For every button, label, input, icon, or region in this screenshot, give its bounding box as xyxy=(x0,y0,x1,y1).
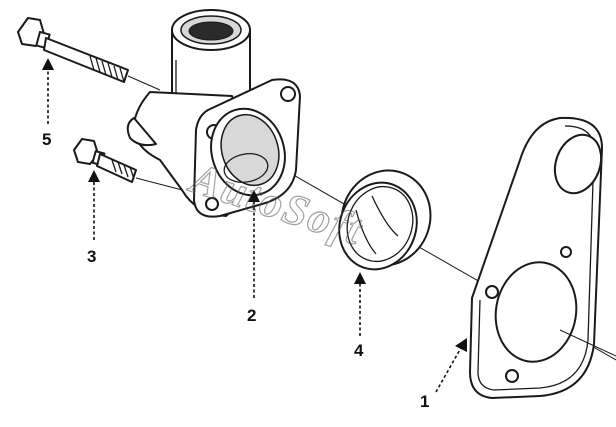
long-bolt xyxy=(17,17,161,91)
thermostat xyxy=(338,169,432,271)
callout-4: 4 xyxy=(354,341,364,360)
water-outlet-housing xyxy=(126,9,301,218)
callout-leaders xyxy=(42,58,467,393)
callout-2: 2 xyxy=(247,306,256,325)
callout-5: 5 xyxy=(42,130,51,149)
callout-3: 3 xyxy=(87,247,96,266)
gasket xyxy=(469,116,616,399)
callout-1: 1 xyxy=(420,392,429,411)
